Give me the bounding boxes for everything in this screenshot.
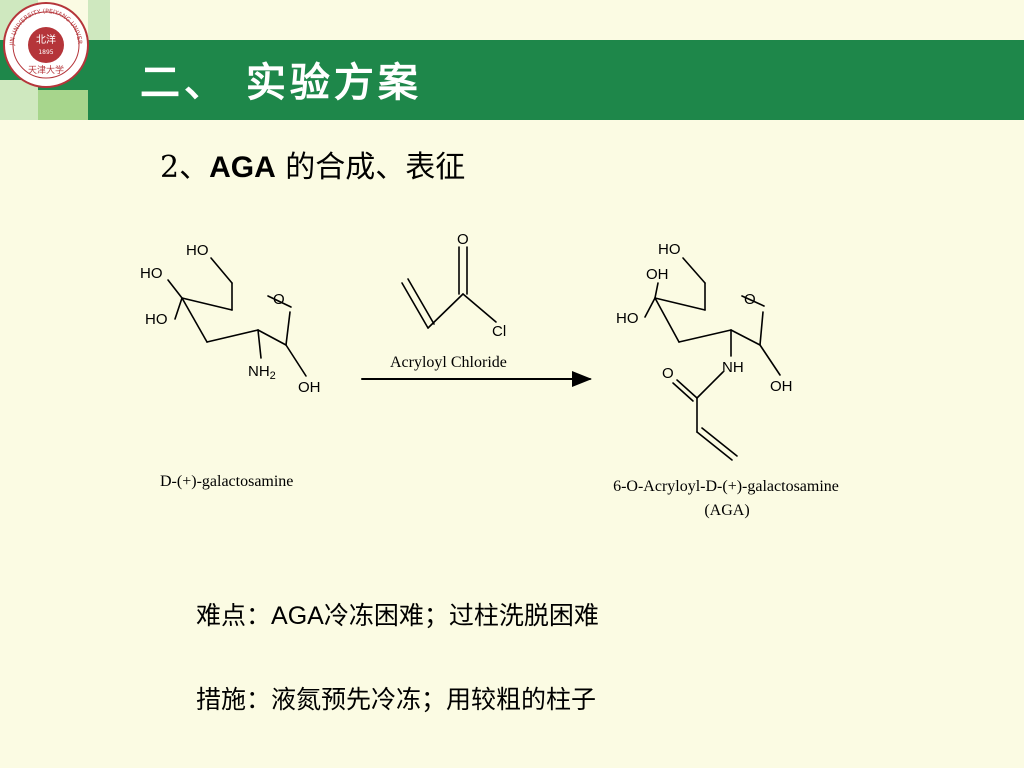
logo-center-text: 北洋 [36,33,56,46]
product-label-nh: NH [722,359,744,376]
product-name: 6-O-Acryloyl-D-(+)-galactosamine [613,478,839,495]
decor-square [0,80,38,120]
product-label-ring-o: O [744,291,756,308]
product-label-ho-top: HO [658,241,681,258]
reagent-label-o: O [457,231,469,248]
reactant-label-nh2: NH2 [248,363,276,382]
subtitle-rest: 的合成、表征 [275,150,466,185]
product-label-ho-left: HO [616,310,639,327]
reagent-name: Acryloyl Chloride [390,354,507,371]
product-label-oh: OH [770,378,793,395]
university-logo: 北洋 1895 TIANJIN UNIVERSITY (PEIYANG UNIV… [2,1,89,88]
reactant-name: D-(+)-galactosamine [160,473,293,490]
subtitle-bold: AGA [209,151,276,184]
product-abbr: (AGA) [704,502,749,519]
reactant-label-ho-left2: HO [145,311,168,328]
measure-text: 液氮预先冷冻；用较粗的柱子 [271,685,597,714]
reagent-structure [401,246,497,329]
reactant-label-ho-top: HO [186,242,209,259]
logo-bottom-text: 天津大学 [28,64,64,76]
page-title: 二、 实验方案 [140,60,422,106]
reactant-label-oh: OH [298,379,321,396]
reactant-label-ring-o: O [273,291,285,308]
reactant-structure [167,257,307,377]
difficulty-latin: AGA [271,602,324,630]
difficulty-note: 难点：AGA冷冻困难；过柱洗脱困难 [196,596,599,632]
product-label-oh-left: OH [646,266,669,283]
measure-label: 措施： [196,685,272,714]
decor-square [38,90,88,120]
logo-year: 1895 [38,49,53,56]
subtitle-prefix: 2、 [160,150,210,185]
section-subtitle: 2、AGA 的合成、表征 [160,142,465,186]
product-structure [644,257,781,461]
measure-note: 措施：液氮预先冷冻；用较粗的柱子 [196,680,596,716]
reagent-label-cl: Cl [492,323,506,340]
decor-square [88,0,110,40]
reactant-label-ho-left1: HO [140,265,163,282]
header-band [0,40,1024,120]
product-label-amide-o: O [662,365,674,382]
difficulty-text: 冷冻困难；过柱洗脱困难 [323,601,599,630]
difficulty-label: 难点： [196,601,272,630]
